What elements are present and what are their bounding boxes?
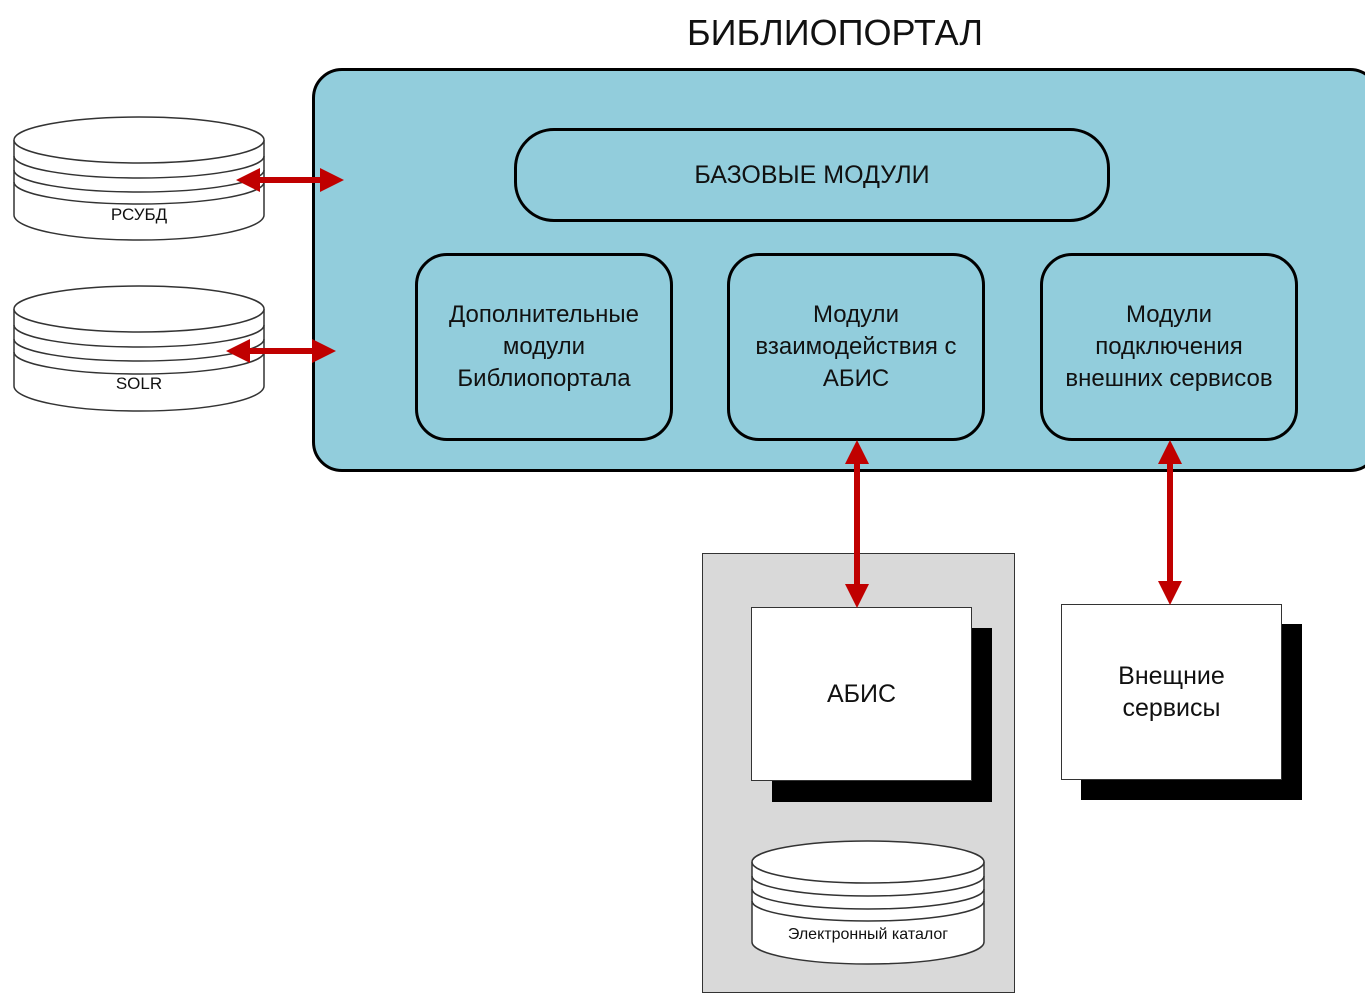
base-modules-label: БАЗОВЫЕ МОДУЛИ bbox=[694, 160, 930, 189]
electronic-catalog-label: Электронный каталог bbox=[787, 926, 949, 943]
external-services-modules-label: Модули подключения внешних сервисов bbox=[1065, 301, 1273, 392]
abis-interaction-modules-box: Модули взаимодействия с АБИС bbox=[727, 253, 985, 441]
external-services-box: Внещние сервисы bbox=[1061, 604, 1282, 780]
abis-box: АБИС bbox=[751, 607, 972, 781]
solr-label: SOLR bbox=[115, 374, 163, 393]
abis-interaction-modules-label: Модули взаимодействия с АБИС bbox=[755, 301, 957, 392]
abis-label: АБИС bbox=[826, 680, 897, 708]
additional-modules-box: Дополнительные модули Библиопортала bbox=[415, 253, 673, 441]
external-services-modules-box: Модули подключения внешних сервисов bbox=[1040, 253, 1298, 441]
base-modules-box: БАЗОВЫЕ МОДУЛИ bbox=[514, 128, 1110, 222]
additional-modules-label: Дополнительные модули Библиопортала bbox=[449, 301, 639, 392]
solr-database-icon bbox=[13, 285, 265, 412]
diagram-title: БИБЛИОПОРТАЛ bbox=[686, 12, 984, 53]
rsubd-label: РСУБД bbox=[110, 205, 168, 224]
rsubd-database-icon bbox=[13, 116, 265, 241]
external-services-label: Внещние сервисы bbox=[1118, 662, 1225, 722]
electronic-catalog-database-icon bbox=[751, 840, 985, 965]
